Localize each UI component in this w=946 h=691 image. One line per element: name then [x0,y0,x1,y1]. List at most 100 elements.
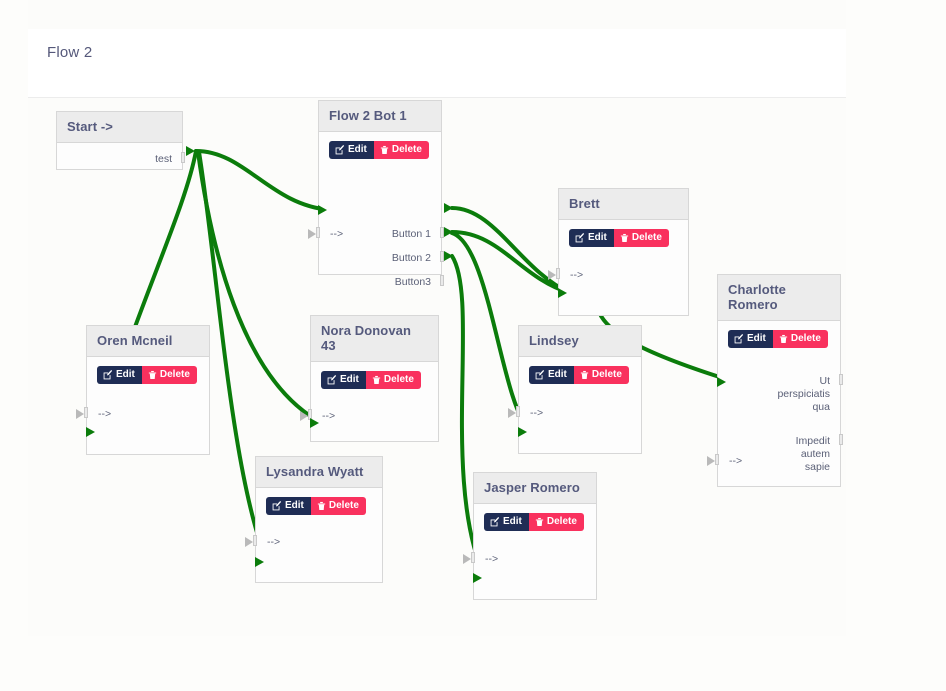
edit-button[interactable]: Edit [329,141,374,159]
input-nub[interactable] [556,268,560,279]
input-arrow-icon [463,554,471,564]
input-arrow-icon [245,537,253,547]
arrow-btn2-out [444,227,453,237]
node-title: Charlotte Romero [718,275,840,321]
trash-icon [148,370,157,379]
delete-button[interactable]: Delete [365,371,421,389]
output-nub[interactable] [839,374,843,385]
trash-icon [620,233,629,242]
node-input-handle[interactable]: --> [267,536,280,549]
input-handle-label: --> [267,536,281,548]
trash-icon [317,501,326,510]
delete-button[interactable]: Delete [772,330,828,348]
input-arrow-icon [76,409,84,419]
edit-button-label: Edit [340,374,359,385]
pencil-square-icon [575,233,585,243]
node-actions: Edit Delete [311,362,438,389]
trash-icon [535,517,544,526]
edit-button[interactable]: Edit [321,371,366,389]
node-input-handle[interactable]: --> [485,553,498,566]
delete-button[interactable]: Delete [141,366,197,384]
edit-button-label: Edit [548,369,567,380]
delete-button[interactable]: Delete [613,229,669,247]
edit-button[interactable]: Edit [484,513,529,531]
node-title: Oren Mcneil [87,326,209,357]
node-output-handle[interactable]: test [155,153,172,166]
arrow-flow2bot1-in [318,205,327,215]
node-input-handle[interactable]: --> [330,228,343,241]
output-nub[interactable] [839,434,843,445]
node-input-handle[interactable]: --> [322,410,335,423]
output-handle-label: test [155,153,172,165]
node-actions: Edit Delete [718,321,840,348]
node-body: Edit Delete --> [76,357,209,456]
input-handle-label: --> [729,455,743,467]
input-nub[interactable] [516,406,520,417]
node-output-handle[interactable]: Button3 [395,276,431,289]
node-input-handle[interactable]: --> [729,455,742,468]
input-nub[interactable] [316,227,320,238]
output-nub[interactable] [440,251,444,262]
input-arrow-icon [308,229,316,239]
edit-button[interactable]: Edit [266,497,311,515]
flow-node-start[interactable]: Start ->test [56,111,185,171]
node-body: Edit Delete --> [463,504,596,601]
node-actions: Edit Delete [87,357,209,384]
delete-button[interactable]: Delete [573,366,629,384]
delete-button-label: Delete [159,369,190,380]
flow-node-nora[interactable]: Nora Donovan 43 Edit Delete --> [300,315,439,442]
input-nub[interactable] [253,535,257,546]
output-nub[interactable] [440,275,444,286]
node-output-handle[interactable]: Button 1 [392,228,431,241]
edit-button[interactable]: Edit [97,366,142,384]
trash-icon [372,375,381,384]
delete-button-label: Delete [591,369,622,380]
edit-button[interactable]: Edit [529,366,574,384]
trash-icon [380,145,389,154]
delete-button[interactable]: Delete [528,513,584,531]
output-nub[interactable] [181,152,185,163]
node-output-handle[interactable]: Ut perspiciatis qua [777,375,830,414]
delete-button-label: Delete [790,333,821,344]
output-handle-label: Impedit autem sapie [795,435,830,473]
arrow-btn1-out [444,203,453,213]
delete-button[interactable]: Delete [310,497,366,515]
edit-button-label: Edit [503,516,522,527]
arrow-charlotte-in [717,377,726,387]
edit-button[interactable]: Edit [569,229,614,247]
node-input-handle[interactable]: --> [98,408,111,421]
output-nub[interactable] [440,227,444,238]
input-handle-label: --> [330,228,344,240]
node-title: Lysandra Wyatt [256,457,382,488]
node-actions: Edit Delete [474,504,596,531]
node-body: test [57,143,185,171]
arrow-btn3-out [444,251,453,261]
node-input-handle[interactable]: --> [570,269,583,282]
input-nub[interactable] [471,552,475,563]
node-output-handle[interactable]: Impedit autem sapie [796,435,830,474]
node-input-handle[interactable]: --> [530,407,543,420]
edit-button[interactable]: Edit [728,330,773,348]
edit-button-label: Edit [747,333,766,344]
delete-button-label: Delete [391,144,422,155]
input-arrow-icon [508,408,516,418]
input-nub[interactable] [84,407,88,418]
node-title: Brett [559,189,688,220]
trash-icon [580,370,589,379]
page-title: Flow 2 [47,44,93,61]
node-title: Nora Donovan 43 [311,316,438,362]
input-nub[interactable] [715,454,719,465]
node-output-handle[interactable]: Button 2 [392,252,431,265]
delete-button[interactable]: Delete [373,141,429,159]
input-arrow-icon [300,411,308,421]
